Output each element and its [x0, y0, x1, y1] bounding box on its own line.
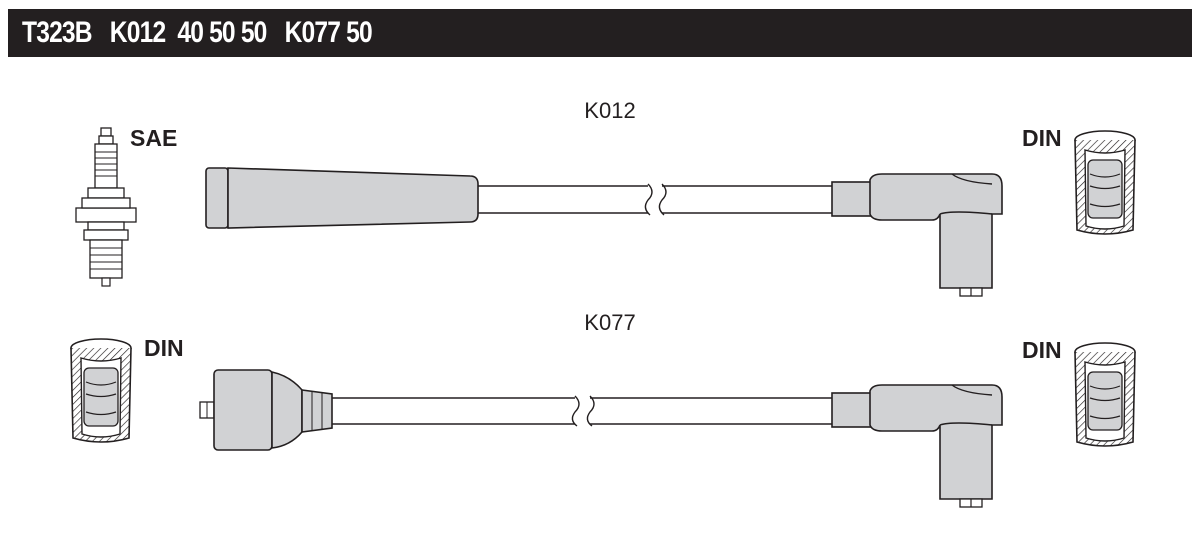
cable-wire-k012	[478, 183, 832, 216]
din-cap-icon	[70, 338, 132, 443]
end-label-sae: SAE	[130, 125, 177, 151]
page-title: T323B K012 40 50 50 K077 50	[22, 16, 373, 49]
end-label-din: DIN	[1022, 125, 1062, 151]
straight-boot	[205, 167, 479, 229]
end-label-din: DIN	[1022, 337, 1062, 363]
end-label-din: DIN	[144, 335, 184, 361]
angled-boot	[831, 384, 1003, 508]
distributor-boot	[199, 369, 333, 451]
cable-wire-k077	[332, 395, 832, 427]
cable-label-k012: K012	[584, 98, 635, 123]
din-cap-icon	[1074, 342, 1136, 447]
angled-boot	[831, 173, 1003, 297]
spark-plug-icon	[75, 127, 137, 287]
din-cap-icon	[1074, 130, 1136, 235]
cable-label-k077: K077	[584, 310, 635, 335]
header-bar: T323B K012 40 50 50 K077 50	[8, 9, 1192, 57]
